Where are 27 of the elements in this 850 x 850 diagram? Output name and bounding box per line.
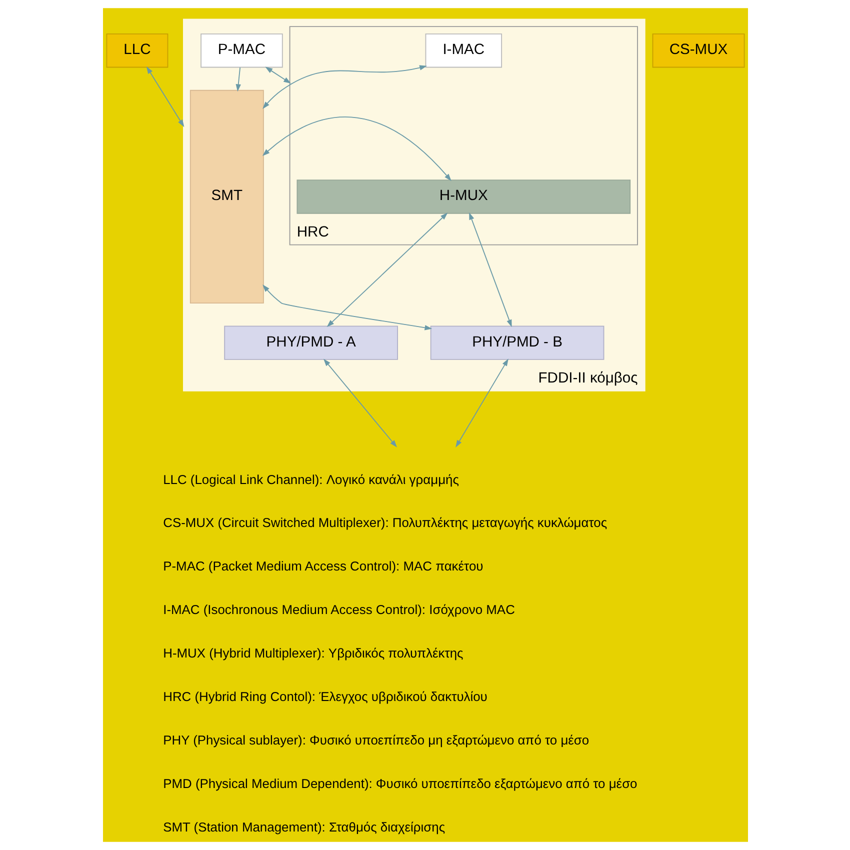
arrow	[264, 66, 290, 84]
node-box: PHY/PMD - A	[224, 326, 398, 360]
arrow	[262, 65, 426, 109]
node-box: PHY/PMD - B	[430, 326, 604, 360]
node-box: H-MUX	[296, 180, 630, 214]
node-box: SMT	[189, 90, 264, 304]
arrow	[455, 358, 508, 448]
label: SMT (Station Management): Σταθμός διαχείρισης	[162, 819, 445, 834]
label: PMD (Physical Medium Dependent): Φυσικό υποεπίπεδο εξαρτώμενο από το μέσο	[162, 776, 637, 792]
arrow	[468, 212, 512, 328]
node-box: LLC	[106, 34, 168, 68]
arrow	[146, 66, 184, 128]
node-box: CS-MUX	[652, 34, 744, 68]
label: CS-MUX (Circuit Switched Multiplexer): Πολυπλέκτης μεταγωγής κυκλώματος	[162, 515, 607, 530]
label: H-MUX (Hybrid Multiplexer): Υβριδικός πολυπλέκτης	[162, 646, 463, 661]
arrow	[262, 116, 451, 182]
label: HRC (Hybrid Ring Contol): Έλεγχος υβριδικού δακτυλίου	[162, 689, 487, 704]
node-box: I-MAC	[424, 34, 502, 68]
label: PHY (Physical sublayer): Φυσικό υποεπίπεδο μη εξαρτώμενο από το μέσο	[162, 732, 589, 748]
label: I-MAC (Isochronous Medium Access Control): Ισόχρονο MAC	[162, 602, 514, 618]
arrow	[322, 358, 396, 448]
arrow	[326, 212, 448, 328]
arrow	[235, 67, 240, 92]
node-box: P-MAC	[200, 34, 282, 68]
label: LLC (Logical Link Channel): Λογικό κανάλι γραμμής	[162, 472, 458, 487]
label: P-MAC (Packet Medium Access Control): MAC πακέτου	[162, 558, 483, 574]
arrow	[262, 284, 432, 330]
